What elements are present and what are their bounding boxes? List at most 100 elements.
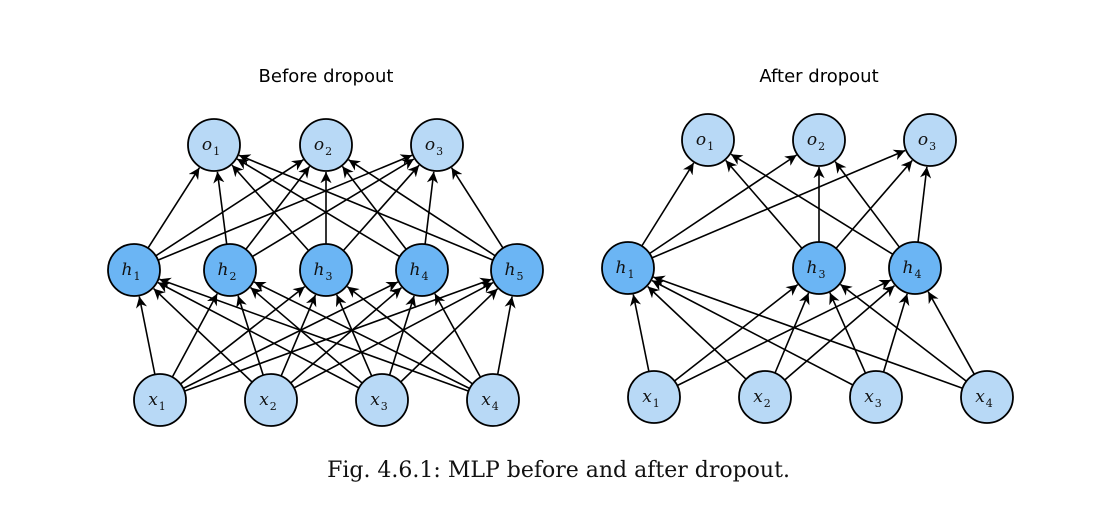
before-edge-x3-h2 (249, 286, 363, 384)
before-edge-x1-h5 (184, 277, 492, 392)
before-node-h5-label: h5 (505, 260, 524, 283)
before-edge-x4-h3 (346, 285, 473, 385)
after-node-h4-label: h4 (903, 258, 922, 281)
before-node-x3: x3 (355, 373, 409, 427)
before-node-x4: x4 (466, 373, 520, 427)
before-node-o3: o3 (410, 118, 464, 172)
before-node-h1-label: h1 (122, 260, 141, 283)
before-node-h2: h2 (203, 243, 257, 297)
after-edge-h4-o1 (730, 153, 894, 255)
before-dropout-title: Before dropout (259, 66, 394, 87)
after-node-x2: x2 (738, 370, 792, 424)
before-edge-x2-h5 (293, 281, 494, 389)
after-edge-x1-h4 (676, 279, 892, 387)
before-node-h4-circle (395, 243, 449, 297)
after-edge-x2-h3 (774, 292, 810, 374)
after-node-x3: x3 (849, 370, 903, 424)
before-node-o3-label: o3 (425, 135, 443, 158)
after-dropout-title: After dropout (759, 66, 878, 87)
before-edge-x1-h4 (182, 281, 399, 390)
before-edge-x1-h1 (136, 296, 156, 375)
before-node-o3-circle (410, 118, 464, 172)
before-node-o1-label: o1 (202, 135, 220, 158)
after-node-x1-label: x1 (642, 387, 660, 410)
after-node-o2: o2 (792, 113, 846, 167)
before-node-h2-circle (203, 243, 257, 297)
before-node-o1: o1 (187, 118, 241, 172)
after-node-o1-circle (681, 113, 735, 167)
after-edge-x3-h3 (829, 292, 867, 374)
before-edge-x4-h4 (434, 293, 482, 378)
before-node-x2-label: x2 (259, 390, 277, 413)
after-node-h1-circle (601, 241, 655, 295)
after-node-x3-circle (849, 370, 903, 424)
before-edge-h2-o2 (245, 165, 311, 250)
before-node-h5: h5 (490, 243, 544, 297)
after-node-o2-circle (792, 113, 846, 167)
before-node-o2-label: o2 (314, 135, 332, 158)
before-edge-x1-h3 (180, 285, 306, 385)
before-node-h3-circle (299, 243, 353, 297)
before-node-x4-label: x4 (481, 390, 499, 413)
before-node-o2: o2 (299, 118, 353, 172)
before-node-h4: h4 (395, 243, 449, 297)
after-edge-h1-o3 (651, 149, 906, 259)
before-edge-h4-o1 (236, 158, 401, 258)
after-node-o2-label: o2 (807, 130, 825, 153)
after-node-o1: o1 (681, 113, 735, 167)
before-edge-h2-o1 (213, 171, 228, 245)
figure-caption: Fig. 4.6.1: MLP before and after dropout… (327, 458, 790, 483)
before-node-o2-circle (299, 118, 353, 172)
after-node-o3: o3 (903, 113, 957, 167)
before-edge-x2-h4 (290, 286, 403, 384)
after-node-x4-circle (960, 370, 1014, 424)
after-node-x4: x4 (960, 370, 1014, 424)
before-node-x3-circle (355, 373, 409, 427)
before-edge-x4-h2 (253, 281, 471, 390)
after-node-h3-circle (792, 241, 846, 295)
before-edge-h3-o3 (342, 164, 420, 252)
after-node-h1-label: h1 (616, 258, 635, 281)
after-edge-x2-h1 (647, 285, 747, 380)
before-edge-x3-h3 (335, 294, 373, 377)
after-edge-h3-o1 (725, 159, 803, 249)
before-edge-x4-h5 (496, 296, 516, 375)
before-edge-x2-h3 (280, 294, 317, 377)
after-edge-x1-h1 (630, 294, 650, 372)
after-edge-x4-h4 (927, 291, 975, 375)
before-node-x2: x2 (244, 373, 298, 427)
before-edge-x3-h5 (400, 288, 499, 383)
before-edge-x2-h1 (153, 288, 253, 383)
after-node-x1-circle (627, 370, 681, 424)
before-node-x2-circle (244, 373, 298, 427)
before-edge-x3-h1 (157, 281, 360, 389)
before-edge-h1-o1 (147, 167, 201, 249)
before-edge-x2-h2 (236, 295, 264, 376)
after-node-h1: h1 (601, 241, 655, 295)
before-edge-h2-o3 (251, 158, 415, 258)
after-node-h4-circle (888, 241, 942, 295)
before-edge-h5-o3 (450, 167, 504, 249)
before-node-h1-circle (107, 243, 161, 297)
after-node-o3-circle (903, 113, 957, 167)
before-node-h2-label: h2 (218, 260, 237, 283)
after-edge-x3-h4 (882, 293, 910, 373)
after-node-x3-label: x3 (864, 387, 882, 410)
before-node-x1-circle (133, 373, 187, 427)
after-edge-x3-h1 (651, 279, 854, 386)
before-edge-h1-o2 (155, 159, 304, 257)
before-node-h3: h3 (299, 243, 353, 297)
before-node-h1: h1 (107, 243, 161, 297)
after-dropout-edges (630, 149, 975, 389)
after-edge-x2-h4 (784, 284, 896, 381)
before-node-o1-circle (187, 118, 241, 172)
after-edge-h3-o3 (835, 159, 913, 249)
after-edge-h1-o2 (649, 154, 798, 255)
after-node-x4-label: x4 (975, 387, 993, 410)
before-edge-h5-o1 (238, 154, 494, 261)
